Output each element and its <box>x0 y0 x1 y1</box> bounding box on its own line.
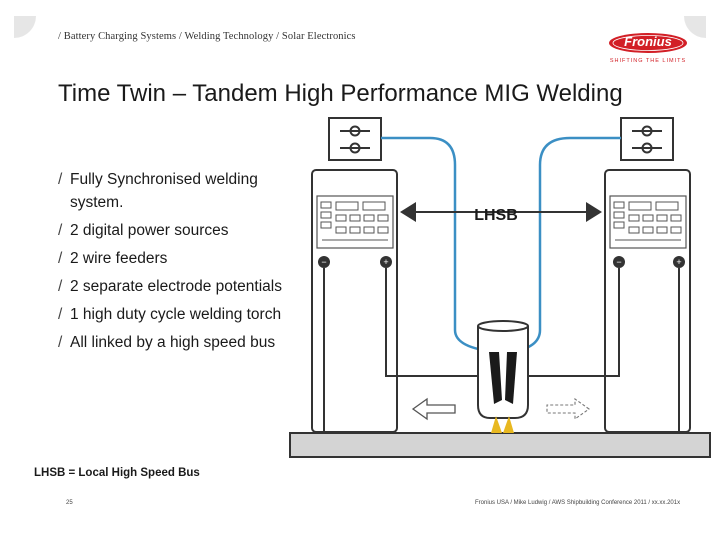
lhsb-bus-arrow <box>400 202 602 222</box>
wire-feeder-right <box>620 117 674 161</box>
bullet-text: 1 high duty cycle welding torch <box>70 306 282 323</box>
bullet-list: / Fully Synchronised welding system. / 2 d… <box>58 168 288 359</box>
wire-feeder-left <box>328 117 382 161</box>
travel-direction-arrow <box>411 397 456 421</box>
power-source-right: − + <box>604 169 691 433</box>
svg-text:−: − <box>321 257 326 267</box>
wire-hose-left <box>381 136 498 354</box>
bullet-item: / All linked by a high speed bus <box>58 331 288 354</box>
power-cable-right <box>522 268 620 377</box>
workpiece-plate <box>289 432 711 458</box>
bullet-item: / 2 wire feeders <box>58 247 288 270</box>
bullet-marker: / <box>58 171 63 188</box>
bullet-marker: / <box>58 250 63 267</box>
bullet-text: All linked by a high speed bus <box>70 334 276 351</box>
arc-left <box>491 416 502 433</box>
bullet-item: / Fully Synchronised welding system. <box>58 168 288 214</box>
bullet-text: 2 wire feeders <box>70 250 168 267</box>
bullet-marker: / <box>58 334 63 351</box>
power-source-left: − + <box>311 169 398 433</box>
tandem-welding-diagram: − + − + LHSB <box>289 117 711 458</box>
svg-text:−: − <box>616 257 621 267</box>
bullet-marker: / <box>58 306 63 323</box>
arc-right <box>503 416 514 433</box>
bullet-text: 2 digital power sources <box>70 222 229 239</box>
slide-title: Time Twin – Tandem High Performance MIG … <box>58 80 623 107</box>
fronius-logo: Fronius SHIFTING THE LIMITS <box>608 32 688 66</box>
bullet-text: 2 separate electrode potentials <box>70 278 282 295</box>
bullet-marker: / <box>58 222 63 239</box>
logo-badge <box>609 33 687 53</box>
lhsb-label: LHSB <box>474 207 518 224</box>
footnote: LHSB = Local High Speed Bus <box>34 467 200 479</box>
bullet-text: Fully Synchronised welding system. <box>70 171 258 211</box>
bullet-item: / 2 separate electrode potentials <box>58 275 288 298</box>
welding-torch <box>477 326 529 419</box>
header-tagline: / Battery Charging Systems / Welding Tec… <box>58 31 356 42</box>
svg-text:+: + <box>383 257 388 267</box>
corner-decoration-left <box>14 16 36 38</box>
bullet-item: / 1 high duty cycle welding torch <box>58 303 288 326</box>
bullet-item: / 2 digital power sources <box>58 219 288 242</box>
logo-text: Fronius <box>624 34 672 49</box>
contact-tip-left <box>489 352 502 404</box>
bullet-marker: / <box>58 278 63 295</box>
travel-direction-arrow-dashed <box>546 397 590 421</box>
contact-tip-right <box>505 352 517 404</box>
page-number: 25 <box>66 500 73 506</box>
logo-subtitle: SHIFTING THE LIMITS <box>609 58 687 64</box>
power-cable-left <box>385 268 485 377</box>
svg-text:+: + <box>676 257 681 267</box>
footer-text: Fronius USA / Mike Ludwig / AWS Shipbuil… <box>475 500 681 506</box>
